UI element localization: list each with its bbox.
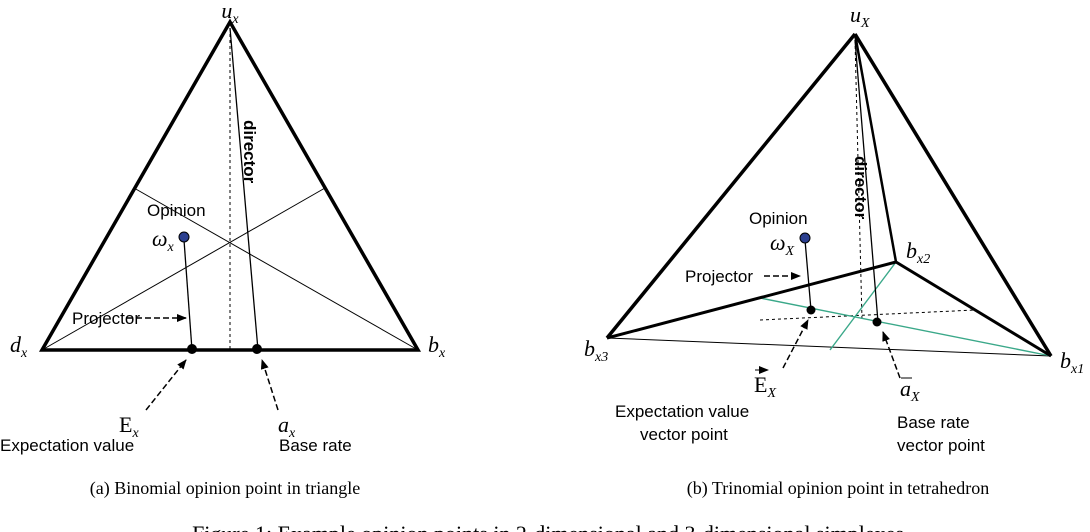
base-rate-symbol: aX: [900, 376, 920, 405]
altitude-line: [854, 39, 863, 321]
base-rate-arrow: [882, 331, 901, 379]
vertex-b2-label: bx2: [906, 238, 930, 267]
expectation-label-line1: Expectation value: [615, 402, 749, 421]
projector-line: [804, 239, 812, 311]
expectation-label-line2: vector point: [640, 425, 728, 444]
omega-label: ωX: [770, 230, 795, 259]
vertex-b3-label: bx3: [584, 336, 608, 365]
base-rate-point: [252, 344, 262, 354]
opinion-label: Opinion: [749, 209, 808, 228]
base-rate-label-line2: vector point: [897, 436, 985, 455]
vertex-u-label: uX: [850, 2, 870, 31]
opinion-point: [178, 231, 190, 243]
projector-label: Projector: [685, 267, 753, 286]
expectation-symbol: Ex: [119, 412, 139, 441]
figure-caption: Figure 1: Example opinion points in 2-di…: [192, 521, 904, 532]
vertex-d-label: dx: [10, 332, 28, 361]
expectation-value-label: Expectation value: [0, 436, 134, 455]
omega-label: ωx: [152, 226, 175, 255]
expectation-point: [187, 344, 197, 354]
projector-label: Projector: [72, 309, 140, 328]
base-rate-symbol: ax: [278, 412, 296, 441]
green-median-line: [829, 261, 897, 351]
base-rate-point: [872, 317, 882, 327]
opinion-point: [799, 232, 811, 244]
base-dashed-line: [759, 309, 976, 321]
edge-u-b1: [853, 33, 1053, 357]
edge-u-b2: [853, 33, 898, 263]
director-label: director: [240, 120, 259, 184]
caption-a: (a) Binomial opinion point in triangle: [90, 478, 360, 499]
edge-b3-b2: [606, 260, 897, 340]
base-rate-label: Base rate: [279, 436, 352, 455]
median-line: [133, 187, 419, 351]
expectation-arrow: [782, 319, 809, 369]
vertex-b1-label: bx1: [1060, 348, 1084, 377]
vertex-u-label: ux: [221, 0, 239, 27]
director-line: [854, 39, 879, 323]
base-rate-label-line1: Base rate: [897, 413, 970, 432]
expectation-symbol: EX: [754, 372, 776, 401]
median-line: [41, 187, 326, 351]
director-line: [229, 27, 259, 351]
expectation-point: [806, 305, 816, 315]
expectation-arrow: [145, 359, 187, 411]
panel-b-tetrahedron-diagram: uX bx2 bx3 bx1 director Opinion ωX Proje…: [584, 2, 1084, 455]
edge-b2-b1: [895, 260, 1052, 358]
edge-u-b3: [605, 32, 857, 340]
caption-b: (b) Trinomial opinion point in tetrahedr…: [687, 478, 989, 499]
triangle-outline: [38, 18, 422, 352]
base-rate-arrow: [260, 359, 279, 411]
opinion-label: Opinion: [147, 201, 206, 220]
panel-a-triangle-diagram: ux dx bx director Opinion ωx Projector E…: [0, 0, 446, 455]
director-label: director: [851, 156, 870, 220]
projector-line: [183, 239, 193, 351]
base-edge: [606, 337, 1052, 357]
vertex-b-label: bx: [428, 332, 446, 361]
